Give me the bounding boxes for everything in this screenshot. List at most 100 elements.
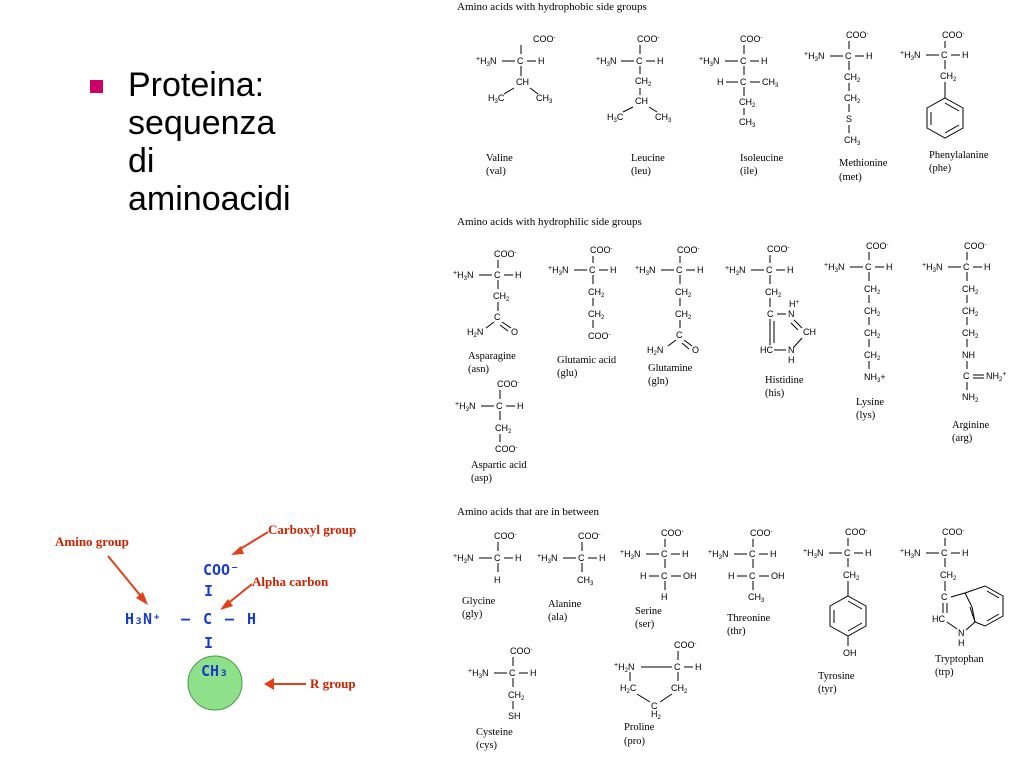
svg-text:H: H (770, 549, 777, 559)
phenylalanine-structure: COO- +H3N C H CH2 Phenylalanine (phe) (900, 30, 989, 174)
tryptophan-name: Tryptophan (935, 654, 984, 665)
svg-text:+H3N: +H3N (548, 265, 568, 277)
valine-structure: COO- +H3N C H CH H3C CH3 Valine (val) (476, 34, 556, 177)
svg-text:C: C (661, 549, 668, 559)
glutamic-acid-abbr: (glu) (557, 368, 578, 379)
svg-text:NH2: NH2 (962, 392, 979, 404)
aspartic-acid-abbr: (asp) (471, 473, 492, 484)
svg-text:CH3: CH3 (739, 117, 756, 129)
svg-text:COO-: COO- (866, 241, 889, 251)
r-group-circle (187, 655, 243, 711)
svg-text:CH2: CH2 (635, 76, 652, 88)
glutamine-abbr: (gln) (648, 376, 669, 387)
isoleucine-structure: COO- +H3N C H H C CH3 CH2 CH3 Isoleucine… (699, 34, 783, 177)
glutamine-name: Glutamine (648, 363, 693, 374)
svg-text:H: H (515, 553, 522, 563)
svg-text:H: H (962, 548, 969, 558)
valine-abbr: (val) (486, 166, 506, 177)
arginine-abbr: (arg) (952, 433, 973, 444)
svg-text:+H3N: +H3N (620, 549, 640, 561)
svg-text:CH2: CH2 (962, 328, 979, 340)
serine-name: Serine (635, 606, 662, 617)
alpha-carbon-text: C (203, 610, 212, 628)
svg-text:CH2: CH2 (675, 287, 692, 299)
svg-text:COO-: COO- (510, 646, 533, 656)
svg-text:+H3N: +H3N (699, 56, 719, 68)
svg-text:H: H (958, 638, 965, 648)
svg-text:CH2: CH2 (864, 328, 881, 340)
phenylalanine-abbr: (phe) (929, 163, 952, 174)
svg-text:CH: CH (516, 77, 529, 87)
svg-text:CH2: CH2 (765, 287, 782, 299)
svg-text:CH3: CH3 (655, 112, 672, 124)
methyl-text: CH₃ (201, 662, 228, 680)
svg-text:H: H (657, 56, 664, 66)
svg-text:OH: OH (843, 648, 857, 658)
methionine-abbr: (met) (839, 172, 862, 183)
amino-text: H₃N⁺ (125, 610, 161, 628)
bond-dash-left: – (181, 610, 191, 628)
svg-text:COO-: COO- (942, 30, 965, 40)
svg-text:COO-: COO- (533, 34, 556, 44)
histidine-structure: COO- +H3N C H CH2 H+ C N CH HC N H Histi… (725, 244, 816, 399)
svg-text:COO-: COO- (750, 528, 773, 538)
svg-text:CH2: CH2 (588, 309, 605, 321)
svg-text:C: C (749, 549, 756, 559)
svg-text:S: S (846, 114, 852, 124)
svg-text:H3C: H3C (488, 93, 505, 105)
svg-text:SH: SH (508, 711, 521, 721)
svg-text:C: C (578, 553, 585, 563)
tyrosine-structure: COO- +H3N C H CH2 OH Tyrosine (tyr) (803, 527, 872, 695)
svg-text:H: H (640, 571, 647, 581)
svg-text:CH3: CH3 (748, 592, 765, 604)
svg-text:COO-: COO- (661, 528, 684, 538)
svg-text:HC: HC (760, 345, 773, 355)
svg-text:C: C (589, 265, 596, 275)
threonine-abbr: (thr) (727, 626, 746, 637)
hydrophilic-title: Amino acids with hydrophilic side groups (457, 216, 642, 228)
threonine-structure: COO- +H3N C H H C OH CH3 Threonine (thr) (708, 528, 785, 637)
between-title: Amino acids that are in between (457, 506, 600, 518)
arginine-name: Arginine (952, 420, 989, 431)
svg-text:+H3N: +H3N (468, 668, 488, 680)
carboxyl-group-label: Carboxyl group (268, 522, 356, 537)
r-group-label: R group (310, 676, 356, 691)
carboxyl-arrow-icon (231, 531, 269, 555)
svg-text:H: H (865, 548, 872, 558)
serine-abbr: (ser) (635, 619, 655, 630)
svg-text:N: N (958, 628, 965, 638)
svg-text:COO-: COO- (964, 241, 987, 251)
svg-text:CH3: CH3 (577, 575, 594, 587)
svg-text:COO-: COO- (590, 245, 613, 255)
phenylalanine-name: Phenylalanine (929, 150, 989, 161)
alpha-carbon-arrow-icon (220, 583, 253, 610)
svg-text:CH2: CH2 (508, 690, 525, 702)
svg-text:C: C (494, 553, 501, 563)
svg-text:+H3N: +H3N (804, 51, 824, 63)
svg-text:COO-: COO- (497, 379, 520, 389)
histidine-abbr: (his) (765, 388, 785, 399)
svg-text:+H2N: +H2N (614, 662, 634, 674)
tyrosine-name: Tyrosine (818, 671, 855, 682)
glycine-structure: COO- +H3N C H H Glycine (gly) (453, 531, 522, 620)
tyrosine-abbr: (tyr) (818, 684, 837, 695)
svg-text:CH2: CH2 (495, 423, 512, 435)
amino-acid-general-diagram: Amino group Carboxyl group Alpha carbon … (55, 522, 356, 711)
amino-arrow-icon (107, 555, 148, 605)
carboxyl-text: COO⁻ (203, 561, 239, 579)
r-group-arrow-icon (264, 678, 306, 690)
svg-text:+H3N: +H3N (596, 56, 616, 68)
lysine-name: Lysine (856, 397, 884, 408)
bullet-line: aminoacidi (128, 180, 291, 218)
tryptophan-abbr: (trp) (935, 667, 954, 678)
svg-text:CH2: CH2 (962, 284, 979, 296)
aspartic-acid-structure: COO- +H3N C H CH2 COO- Aspartic acid (as… (455, 379, 527, 484)
svg-text:H: H (695, 662, 702, 672)
cysteine-structure: COO- +H3N C H CH2 SH Cysteine (cys) (468, 646, 537, 751)
svg-text:C: C (865, 262, 872, 272)
svg-text:C: C (963, 262, 970, 272)
svg-text:CH2: CH2 (739, 97, 756, 109)
svg-text:CH2: CH2 (864, 306, 881, 318)
serine-structure: COO- +H3N C H H C OH H Serine (ser) (620, 528, 697, 630)
svg-text:H+: H+ (789, 299, 800, 309)
